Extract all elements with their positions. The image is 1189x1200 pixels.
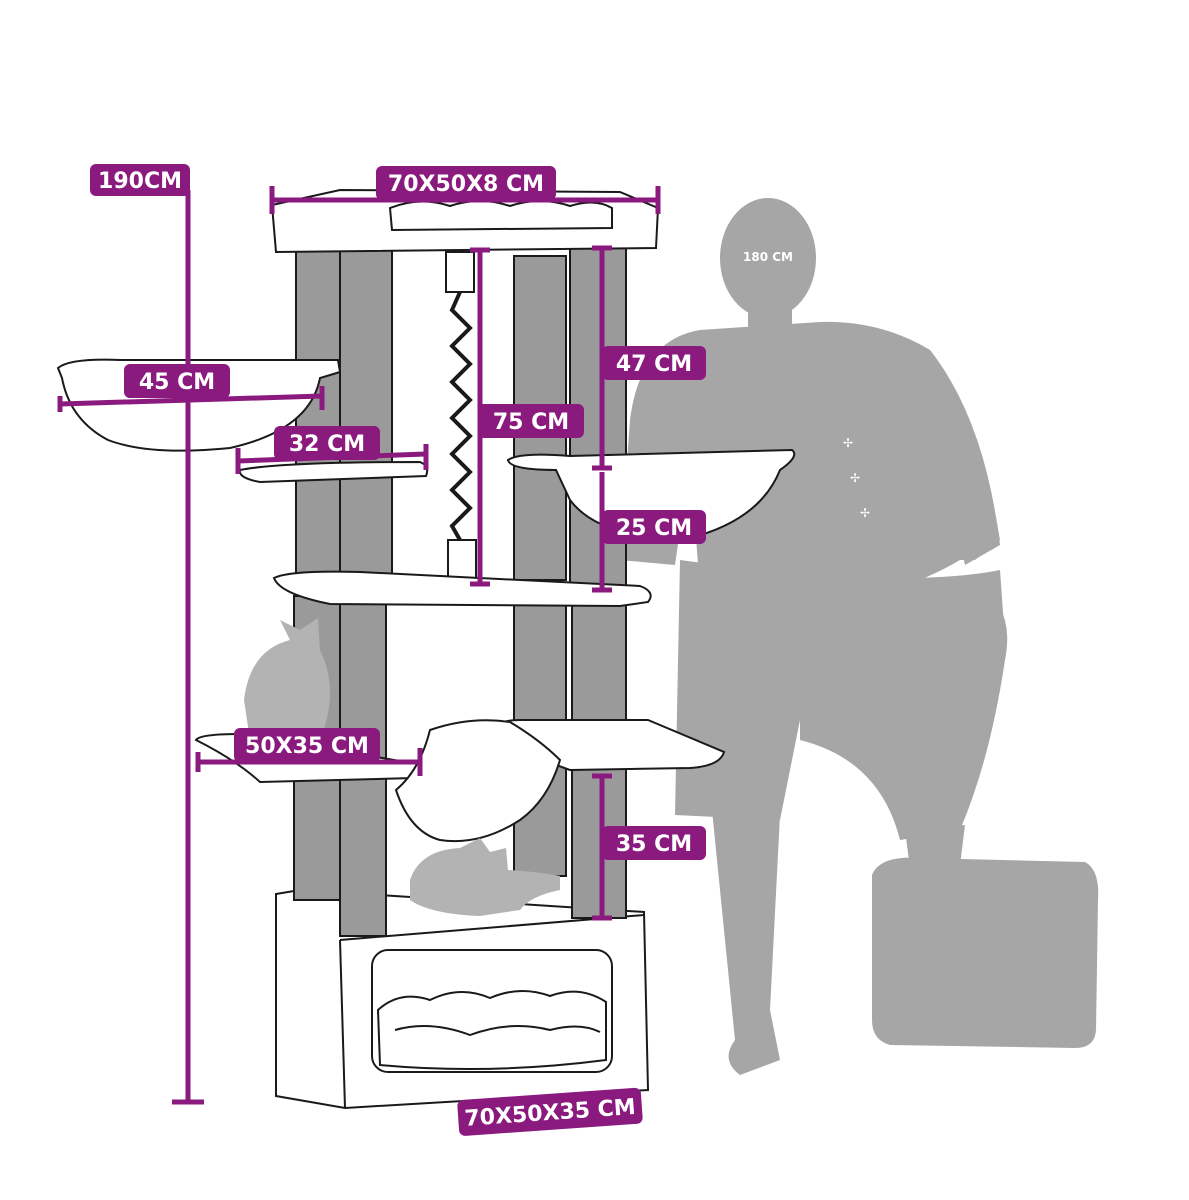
lower-post-label: 35 CM [616,832,692,857]
basket-left-label: 45 CM [139,370,215,395]
small-platform-label: 32 CM [289,432,365,457]
dimension-lines [57,186,661,1105]
dimension-labels: 190CM 70X50X8 CM 45 CM 32 CM 75 CM 47 CM… [90,164,706,1136]
total-height-label: 190CM [98,169,182,194]
person-height-label: 180 CM [743,250,793,264]
top-platform-label: 70X50X8 CM [388,172,544,197]
person-silhouette: ✢ ✢ ✢ 180 CM [620,198,1099,1075]
step-platform-label: 50X35 CM [245,734,369,759]
middle-platform [272,570,652,608]
cat-silhouettes [244,618,560,916]
svg-text:✢: ✢ [843,436,853,450]
hammock [394,719,562,843]
rope-post-label: 75 CM [493,410,569,435]
top-platform [270,188,660,254]
svg-text:✢: ✢ [850,471,860,485]
rope-post [445,251,477,585]
small-platform [238,460,429,484]
base-box [275,888,650,1110]
cat-tree [56,188,796,1110]
upper-post-label: 47 CM [616,352,692,377]
right-basket [506,448,796,540]
middle-post-label: 25 CM [616,516,692,541]
svg-text:✢: ✢ [860,506,870,520]
